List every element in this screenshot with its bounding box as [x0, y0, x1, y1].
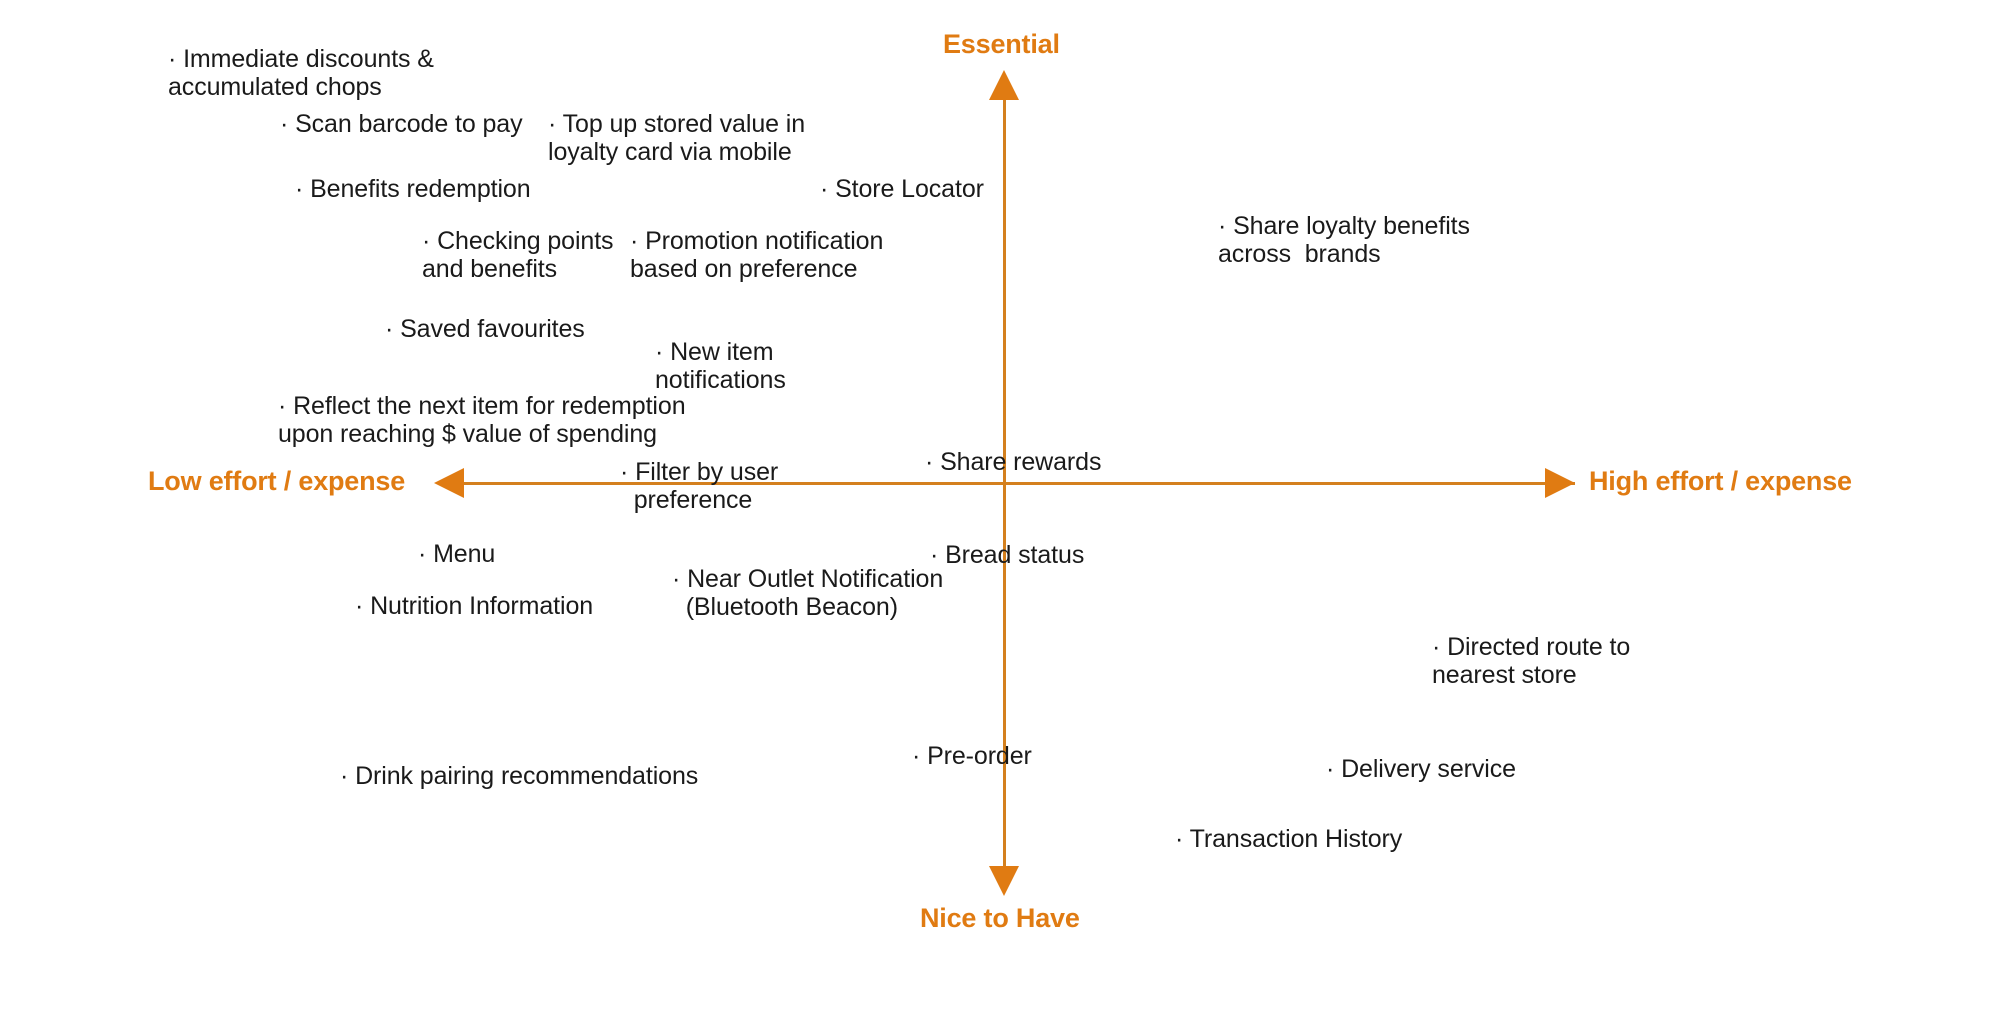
bullet-icon: ·	[1432, 633, 1448, 661]
matrix-item-label: Saved favourites	[400, 315, 585, 343]
matrix-item-label: Drink pairing recommendations	[355, 762, 699, 790]
bullet-icon: ·	[925, 448, 941, 476]
matrix-item-label: Store Locator	[835, 175, 984, 203]
matrix-item-label: Bread status	[945, 541, 1085, 569]
bullet-icon: ·	[672, 565, 688, 593]
matrix-item: · Delivery service	[1326, 755, 1516, 783]
matrix-item: · Benefits redemption	[295, 175, 531, 203]
matrix-item: · Drink pairing recommendations	[340, 762, 698, 790]
matrix-item: · Filter by user preference	[620, 458, 778, 514]
bullet-icon: ·	[422, 227, 438, 255]
matrix-item-label: Filter by user preference	[633, 458, 779, 514]
matrix-item: · Menu	[418, 540, 495, 568]
matrix-item-label: Menu	[433, 540, 496, 568]
matrix-item: · Scan barcode to pay	[280, 110, 523, 138]
bullet-icon: ·	[1218, 212, 1234, 240]
matrix-item-label: Immediate discounts & accumulated chops	[168, 45, 434, 101]
bullet-icon: ·	[295, 175, 311, 203]
bullet-icon: ·	[1175, 825, 1190, 853]
matrix-item: · Directed route to nearest store	[1432, 633, 1630, 689]
bullet-icon: ·	[418, 540, 434, 568]
axis-label-low-effort: Low effort / expense	[148, 466, 406, 496]
bullet-icon: ·	[280, 110, 296, 138]
axis-label-high-effort: High effort / expense	[1589, 466, 1852, 496]
arrow-down-icon	[989, 866, 1019, 896]
axis-label-essential: Essential	[943, 29, 1060, 59]
bullet-icon: ·	[820, 175, 836, 203]
matrix-item-label: Reflect the next item for redemption upo…	[278, 392, 686, 448]
arrow-left-icon	[434, 468, 464, 498]
bullet-icon: ·	[930, 541, 946, 569]
bullet-icon: ·	[912, 742, 928, 770]
arrow-up-icon	[989, 70, 1019, 100]
matrix-item: · Immediate discounts & accumulated chop…	[168, 45, 434, 101]
matrix-item-label: Share loyalty benefits across brands	[1218, 212, 1470, 268]
bullet-icon: ·	[630, 227, 646, 255]
bullet-icon: ·	[278, 392, 294, 420]
matrix-item-label: Top up stored value in loyalty card via …	[548, 110, 806, 166]
matrix-item: · Store Locator	[820, 175, 984, 203]
matrix-item: · Promotion notification based on prefer…	[630, 227, 883, 283]
arrow-right-icon	[1545, 468, 1575, 498]
matrix-item: · Transaction History	[1175, 825, 1402, 853]
bullet-icon: ·	[385, 315, 401, 343]
matrix-item: · Near Outlet Notification (Bluetooth Be…	[672, 565, 943, 621]
matrix-item-label: Promotion notification based on preferen…	[630, 227, 884, 283]
axis-label-nice-to-have: Nice to Have	[920, 903, 1080, 933]
matrix-item-label: Pre-order	[927, 742, 1032, 770]
matrix-item-label: New item notifications	[655, 338, 786, 394]
matrix-item: · Reflect the next item for redemption u…	[278, 392, 686, 448]
matrix-item: · Share rewards	[925, 448, 1101, 476]
matrix-item-label: Share rewards	[940, 448, 1102, 476]
matrix-item-label: Nutrition Information	[370, 592, 594, 620]
matrix-item: · Checking points and benefits	[422, 227, 614, 283]
bullet-icon: ·	[620, 458, 636, 486]
bullet-icon: ·	[548, 110, 563, 138]
bullet-icon: ·	[340, 762, 356, 790]
matrix-item: · New item notifications	[655, 338, 786, 394]
horizontal-axis-line	[440, 482, 1575, 485]
matrix-item-label: Transaction History	[1189, 825, 1403, 853]
matrix-item-label: Checking points and benefits	[422, 227, 614, 283]
bullet-icon: ·	[355, 592, 371, 620]
matrix-item-label: Delivery service	[1341, 755, 1516, 783]
bullet-icon: ·	[655, 338, 671, 366]
matrix-item-label: Directed route to nearest store	[1432, 633, 1631, 689]
matrix-item: · Share loyalty benefits across brands	[1218, 212, 1470, 268]
matrix-item: · Top up stored value in loyalty card vi…	[548, 110, 805, 166]
matrix-item: · Bread status	[930, 541, 1084, 569]
matrix-item: · Nutrition Information	[355, 592, 593, 620]
matrix-item-label: Near Outlet Notification (Bluetooth Beac…	[685, 565, 944, 621]
matrix-item: · Pre-order	[912, 742, 1032, 770]
matrix-item: · Saved favourites	[385, 315, 585, 343]
matrix-item-label: Scan barcode to pay	[295, 110, 523, 138]
bullet-icon: ·	[1326, 755, 1342, 783]
matrix-item-label: Benefits redemption	[310, 175, 531, 203]
bullet-icon: ·	[168, 45, 184, 73]
